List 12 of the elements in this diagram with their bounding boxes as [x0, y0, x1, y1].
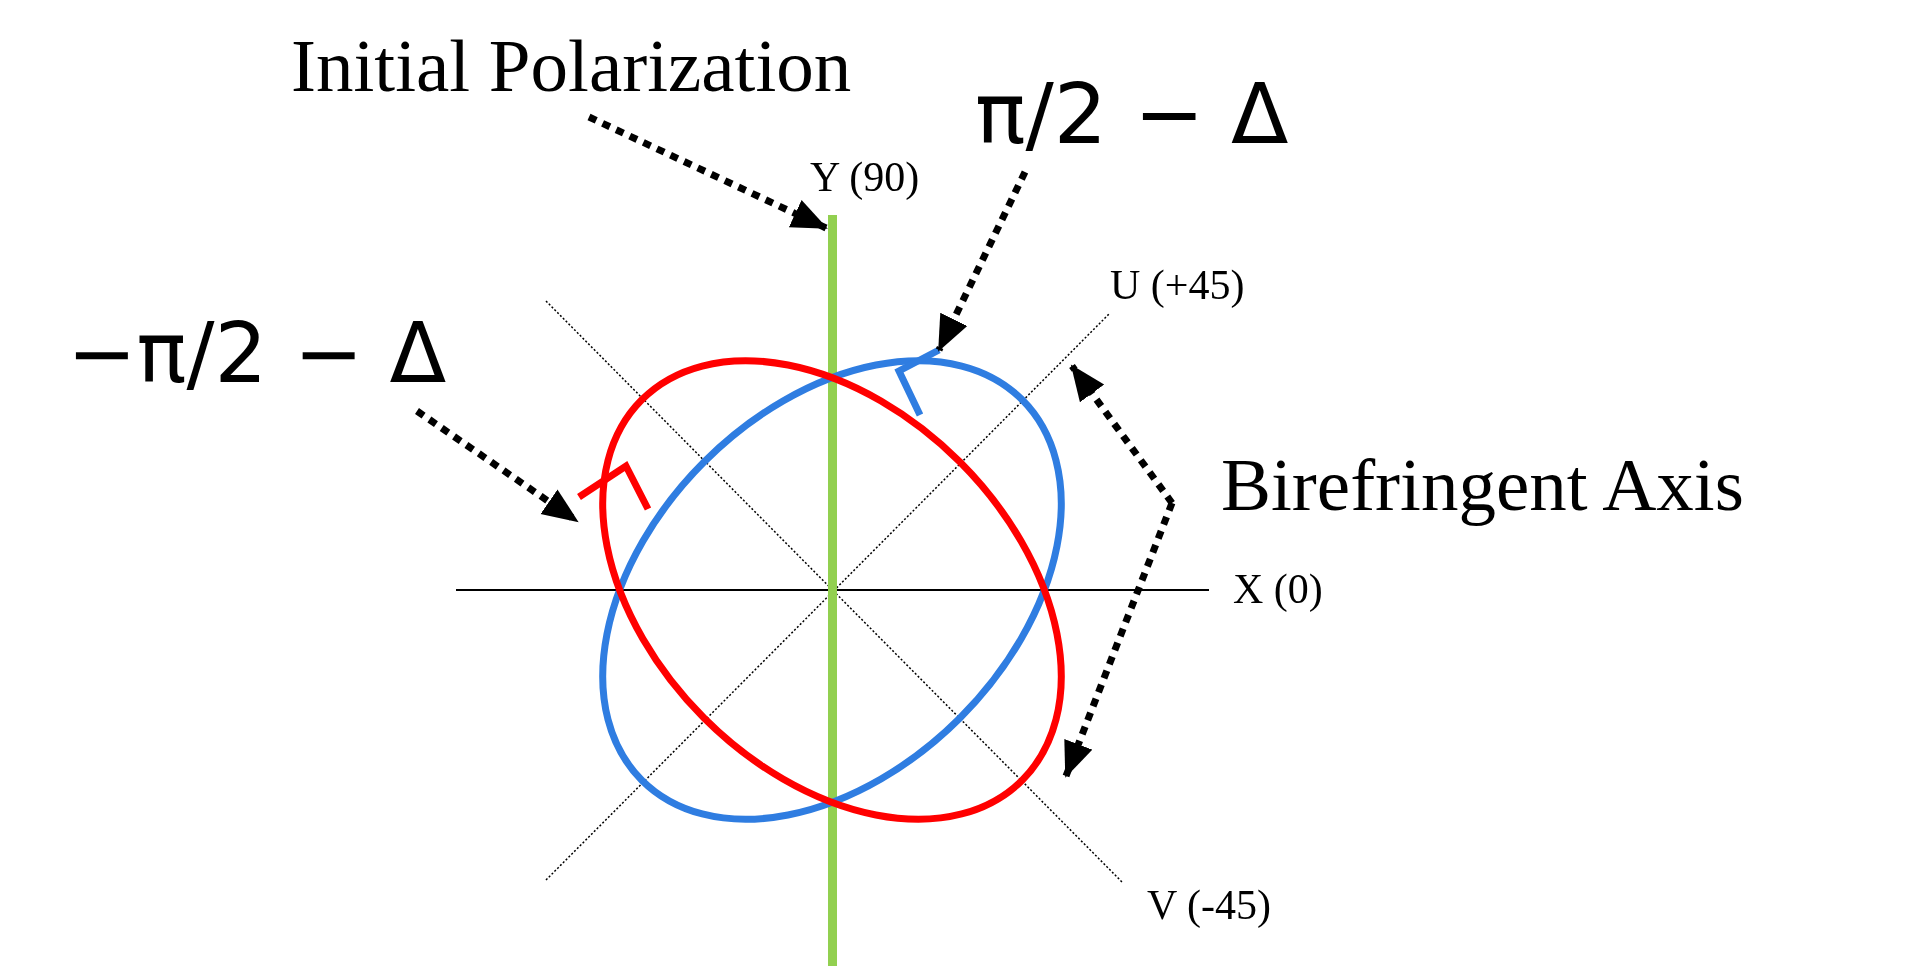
leader-arrow	[415, 408, 579, 524]
phase-label: π/2 − Δ	[975, 72, 1289, 156]
leader-arrow	[1062, 501, 1176, 778]
axis-label: X (0)	[1233, 568, 1323, 610]
phase-label: −π/2 − Δ	[67, 312, 447, 395]
leader-arrow	[935, 170, 1029, 352]
leader-arrow	[587, 113, 828, 232]
leader-arrow	[1069, 363, 1175, 506]
axis-label: Y (90)	[810, 156, 920, 198]
axis-label: U (+45)	[1110, 264, 1245, 306]
annotation-text: Initial Polarization	[291, 28, 852, 103]
axis-label: V (-45)	[1147, 884, 1272, 926]
